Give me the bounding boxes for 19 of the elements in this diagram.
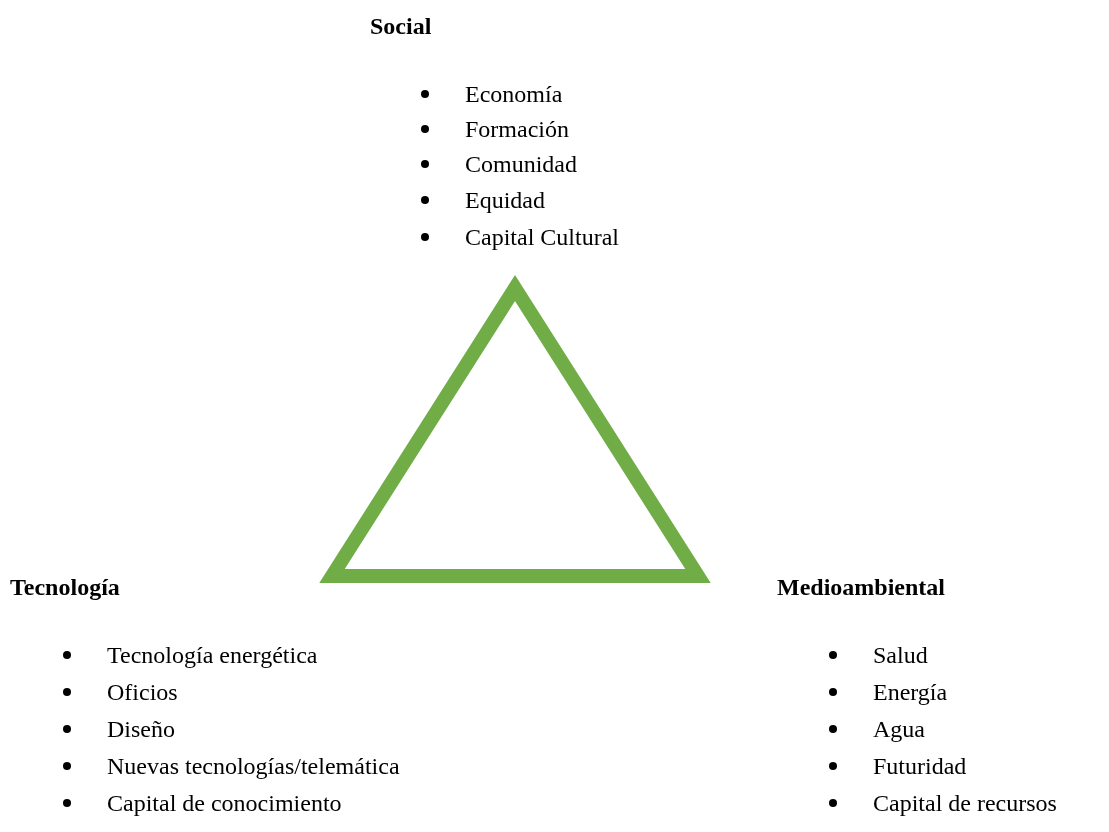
- list-item-text: Formación: [465, 115, 569, 143]
- list-item-text: Oficios: [107, 678, 178, 706]
- list-item-text: Energía: [873, 678, 948, 706]
- category-heading: Social: [370, 12, 432, 40]
- list-item-text: Equidad: [465, 186, 545, 214]
- list-item-text: Comunidad: [465, 150, 577, 178]
- list-item-text: Salud: [873, 641, 928, 669]
- list-item-text: Capital de conocimiento: [107, 789, 342, 817]
- list-item-text: Agua: [873, 715, 925, 743]
- list-item-text: Futuridad: [873, 752, 967, 780]
- list-item-text: Economía: [465, 80, 563, 108]
- list-item-text: Tecnología energética: [107, 641, 318, 669]
- category-heading: Tecnología: [10, 573, 120, 601]
- triangle-outline: [319, 274, 711, 583]
- list-item-text: Nuevas tecnologías/telemática: [107, 752, 400, 780]
- list-item-text: Capital de recursos: [873, 789, 1057, 817]
- list-item-text: Diseño: [107, 715, 175, 743]
- category-heading: Medioambiental: [777, 573, 945, 601]
- list-item-text: Capital Cultural: [465, 223, 619, 251]
